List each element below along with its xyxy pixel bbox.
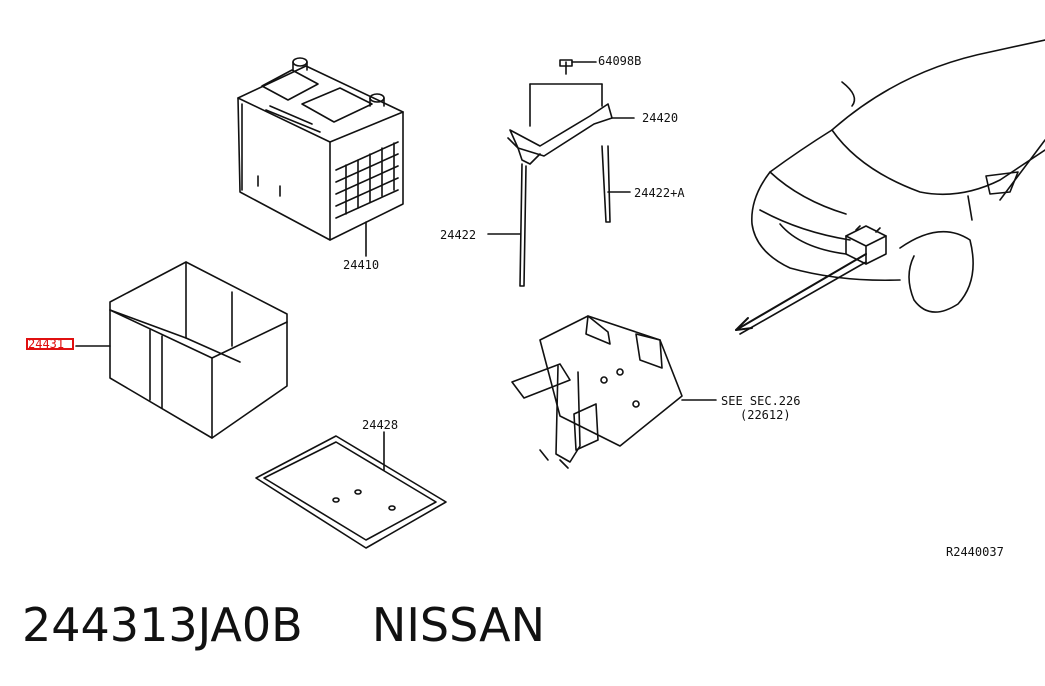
label-see-section[interactable]: SEE SEC.226	[721, 394, 801, 408]
battery-bracket-illustration	[511, 315, 717, 469]
brand-name: NISSAN	[371, 598, 546, 652]
caption: 244313JA0B NISSAN	[22, 598, 545, 652]
label-battery[interactable]: 24410	[343, 258, 380, 272]
highlight-box	[26, 338, 74, 350]
vehicle-illustration	[735, 39, 1045, 335]
label-frame[interactable]: 24420	[642, 111, 679, 125]
battery-illustration	[237, 57, 404, 257]
label-rod-right[interactable]: 24422+A	[634, 186, 685, 200]
label-see-section-ref[interactable]: (22612)	[740, 408, 791, 422]
part-number: 244313JA0B	[22, 598, 303, 652]
label-tray[interactable]: 24428	[362, 418, 399, 432]
label-cover[interactable]: 24431	[28, 337, 65, 351]
label-ref-code: R2440037	[946, 545, 1004, 559]
label-nut[interactable]: 64098B	[598, 54, 642, 68]
label-rod-left[interactable]: 24422	[440, 228, 477, 242]
parts-diagram	[75, 39, 1045, 549]
battery-tray-illustration	[255, 431, 447, 549]
hold-down-frame-illustration	[487, 59, 635, 287]
battery-cover-illustration	[75, 261, 288, 439]
